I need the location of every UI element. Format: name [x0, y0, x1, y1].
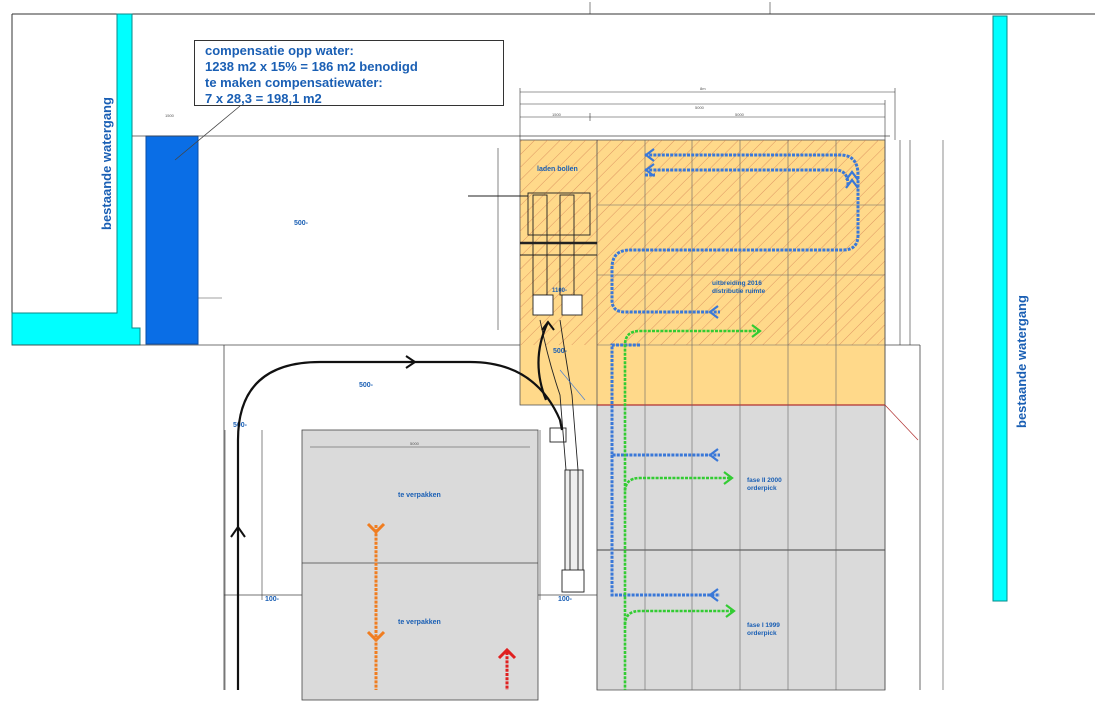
compensation-water-note: compensatie opp water: 1238 m2 x 15% = 1… — [194, 40, 504, 106]
svg-text:1500: 1500 — [552, 112, 562, 117]
bulb-loading-station — [468, 192, 597, 316]
level-label: 100- — [265, 596, 280, 603]
level-label: 500- — [233, 422, 248, 429]
note-line: compensatie opp water: — [205, 43, 354, 58]
svg-text:5000: 5000 — [695, 105, 705, 110]
label-watergang-left: bestaande watergang — [99, 97, 114, 230]
label-watergang-right: bestaande watergang — [1014, 295, 1029, 428]
truck-route-arrow — [405, 355, 417, 369]
label-te-verpakken: te verpakken — [398, 492, 441, 499]
svg-text:5000: 5000 — [735, 112, 745, 117]
flow-route-green — [623, 329, 760, 690]
level-label: 500- — [553, 348, 568, 355]
section-marker — [884, 404, 919, 441]
flow-arrows-green — [723, 324, 762, 618]
dimension-lines — [224, 2, 911, 690]
note-line: 1238 m2 x 15% = 186 m2 benodigd — [205, 59, 418, 74]
note-line: 7 x 28,3 = 198,1 m2 — [205, 91, 322, 106]
flow-route-red — [497, 647, 517, 690]
label-uitbreiding: distributie ruimte — [712, 288, 765, 295]
level-label: 500- — [359, 382, 374, 389]
structural-grid — [597, 140, 885, 690]
label-fase-1: orderpick — [747, 630, 777, 637]
label-laden-bollen: laden bollen — [537, 166, 578, 173]
label-uitbreiding: uitbreiding 2016 — [712, 280, 762, 287]
label-fase-2: fase II 2000 — [747, 477, 782, 484]
phase-1-zone — [596, 549, 886, 691]
level-label: 1100- — [552, 288, 567, 294]
label-fase-1: fase I 1999 — [747, 622, 780, 629]
label-te-verpakken: te verpakken — [398, 619, 441, 626]
svg-text:5000: 5000 — [410, 441, 420, 446]
truck-route-arrow — [541, 320, 555, 331]
level-label: 500- — [294, 220, 309, 227]
flow-arrows-blue — [644, 148, 859, 602]
note-leader-line — [174, 105, 241, 161]
water-channel-right — [992, 15, 1008, 602]
section-marker — [559, 369, 586, 401]
compensation-water — [145, 135, 199, 345]
conveyor-belt — [539, 319, 585, 593]
water-channel-left — [11, 13, 141, 346]
svg-text:1500: 1500 — [165, 113, 175, 118]
label-fase-2: orderpick — [747, 485, 777, 492]
note-line: te maken compensatiewater: — [205, 75, 383, 90]
level-label: 100- — [558, 596, 573, 603]
packing-hall — [301, 429, 539, 701]
svg-text:8m: 8m — [700, 86, 706, 91]
truck-route — [236, 321, 564, 690]
truck-route-arrow — [230, 525, 246, 538]
flow-route-orange — [366, 522, 386, 690]
